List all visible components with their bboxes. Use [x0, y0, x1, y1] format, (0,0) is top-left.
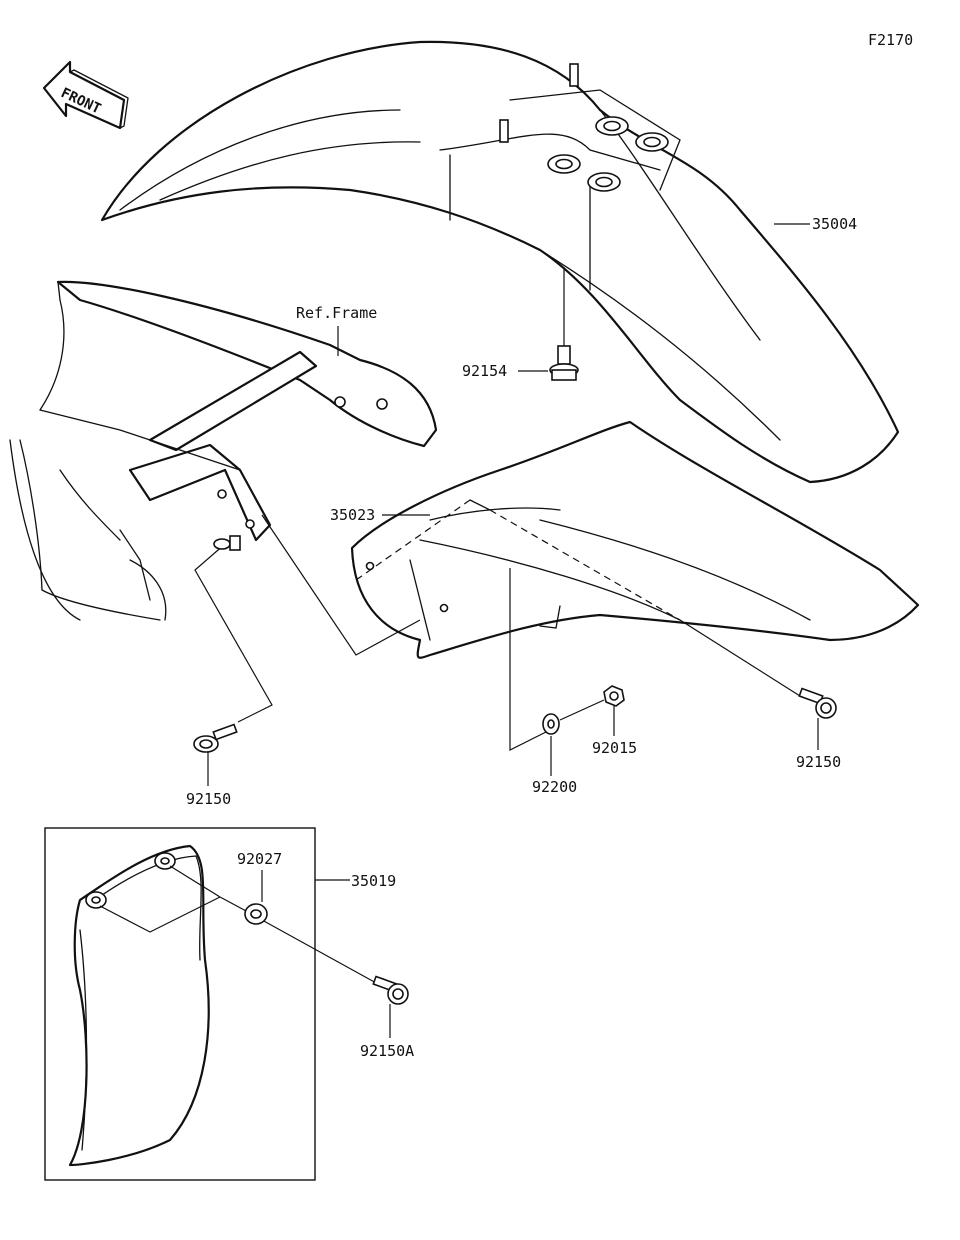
mud-flap	[68, 844, 210, 1167]
bolt-92150-left-icon	[193, 723, 238, 753]
bolt-92154-icon	[549, 345, 579, 381]
front-fender	[100, 40, 900, 484]
ref-frame-label: Ref.Frame	[296, 304, 377, 322]
callout-92015: 92015	[592, 739, 637, 757]
bolt-92150-right-icon	[798, 687, 837, 719]
collar-92027-icon	[244, 903, 268, 925]
callout-92154: 92154	[462, 362, 507, 380]
kit-box	[44, 827, 316, 1181]
callout-35023: 35023	[330, 506, 375, 524]
washer-92200-icon	[542, 713, 560, 735]
figure-code: F2170	[868, 31, 913, 49]
callout-35004: 35004	[812, 215, 857, 233]
callout-92150A: 92150A	[360, 1042, 414, 1060]
front-arrow-icon: FRONT	[42, 60, 129, 130]
callout-92200: 92200	[532, 778, 577, 796]
callout-92027: 92027	[237, 850, 282, 868]
nut-92015-icon	[603, 685, 625, 707]
callout-92150-left: 92150	[186, 790, 231, 808]
inner-fender	[350, 420, 920, 659]
bolt-92150A-icon	[372, 975, 409, 1005]
frame-reference	[9, 280, 438, 621]
callout-92150-right: 92150	[796, 753, 841, 771]
washer-frame-icon	[213, 535, 241, 551]
callout-35019: 35019	[351, 872, 396, 890]
